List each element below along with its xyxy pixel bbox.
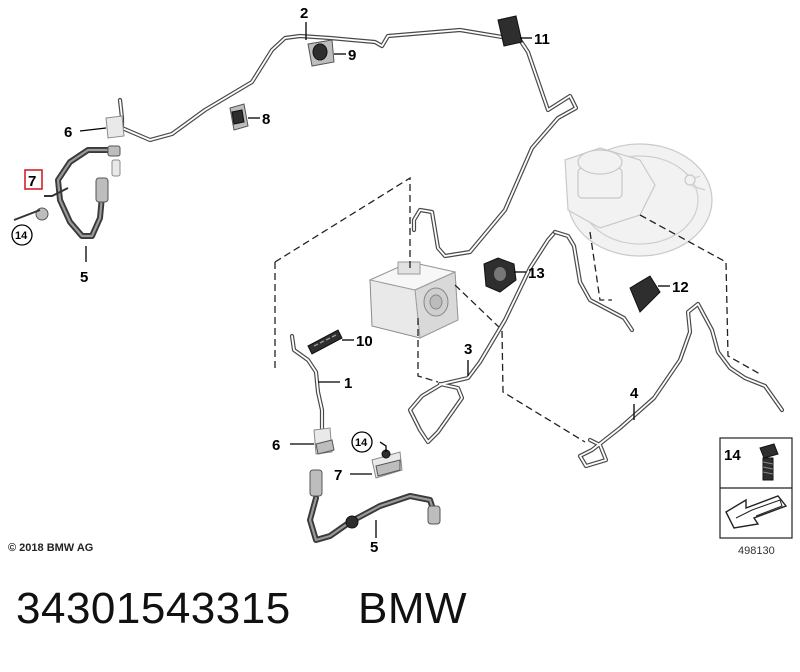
callout-2: 2	[300, 5, 308, 22]
brand-caption: BMW	[358, 584, 468, 633]
assembly-dashed-lines	[274, 176, 761, 443]
bolt-icon	[759, 443, 779, 481]
legend-label-14: 14	[724, 447, 741, 464]
brake-pipe-1	[289, 333, 325, 435]
callout-8: 8	[262, 111, 270, 128]
leader-lines	[79, 22, 670, 538]
legend-box: 14	[719, 437, 793, 539]
callout-1: 1	[344, 375, 352, 392]
pad-11	[497, 15, 523, 47]
callout-9: 9	[348, 47, 356, 64]
callout-13: 13	[528, 265, 545, 282]
bracket-6-upper	[105, 115, 125, 139]
damper-12	[629, 275, 661, 313]
brake-pipe-2	[117, 27, 579, 259]
callout-11: 11	[534, 31, 550, 48]
circled-callout-14-lower: 14	[351, 431, 373, 453]
brake-booster-ghost	[564, 143, 713, 257]
abs-unit	[368, 261, 459, 339]
part-number-caption: 34301543315	[16, 584, 291, 633]
callout-5-upper: 5	[80, 269, 88, 286]
brake-pipe-4	[577, 301, 785, 469]
brake-hose-5-upper	[13, 145, 121, 239]
callout-6: 6	[272, 437, 280, 454]
callout-4: 4	[630, 385, 639, 402]
callout-5: 5	[370, 539, 378, 556]
callout-3: 3	[464, 341, 472, 358]
highlighted-callout-7: 7	[24, 169, 43, 190]
bracket-6-lower	[313, 427, 335, 455]
circled-callout-14-upper: 14	[11, 224, 33, 246]
circled-14-lower-text: 14	[355, 437, 368, 449]
clip-13	[483, 257, 517, 293]
circled-14-upper-text: 14	[15, 230, 28, 242]
callout-labels: 2 9 11 8 6 5 13 12 10 1 3 4 6 7 5	[64, 5, 689, 556]
drawing-number: 498130	[738, 545, 775, 557]
callout-7: 7	[334, 467, 342, 484]
orientation-arrow-icon	[725, 495, 788, 529]
clip-10	[307, 329, 343, 355]
clip-8	[229, 103, 249, 131]
bracket-7-lower	[371, 449, 403, 479]
copyright-text: © 2018 BMW AG	[8, 542, 94, 554]
callout-7-upper: 7	[28, 173, 36, 190]
callout-6-upper: 6	[64, 124, 72, 141]
clip-9	[307, 39, 335, 67]
callout-12: 12	[672, 279, 689, 296]
brake-hose-5-lower	[307, 469, 441, 543]
callout-10: 10	[356, 333, 373, 350]
brake-pipe-3	[407, 229, 635, 445]
